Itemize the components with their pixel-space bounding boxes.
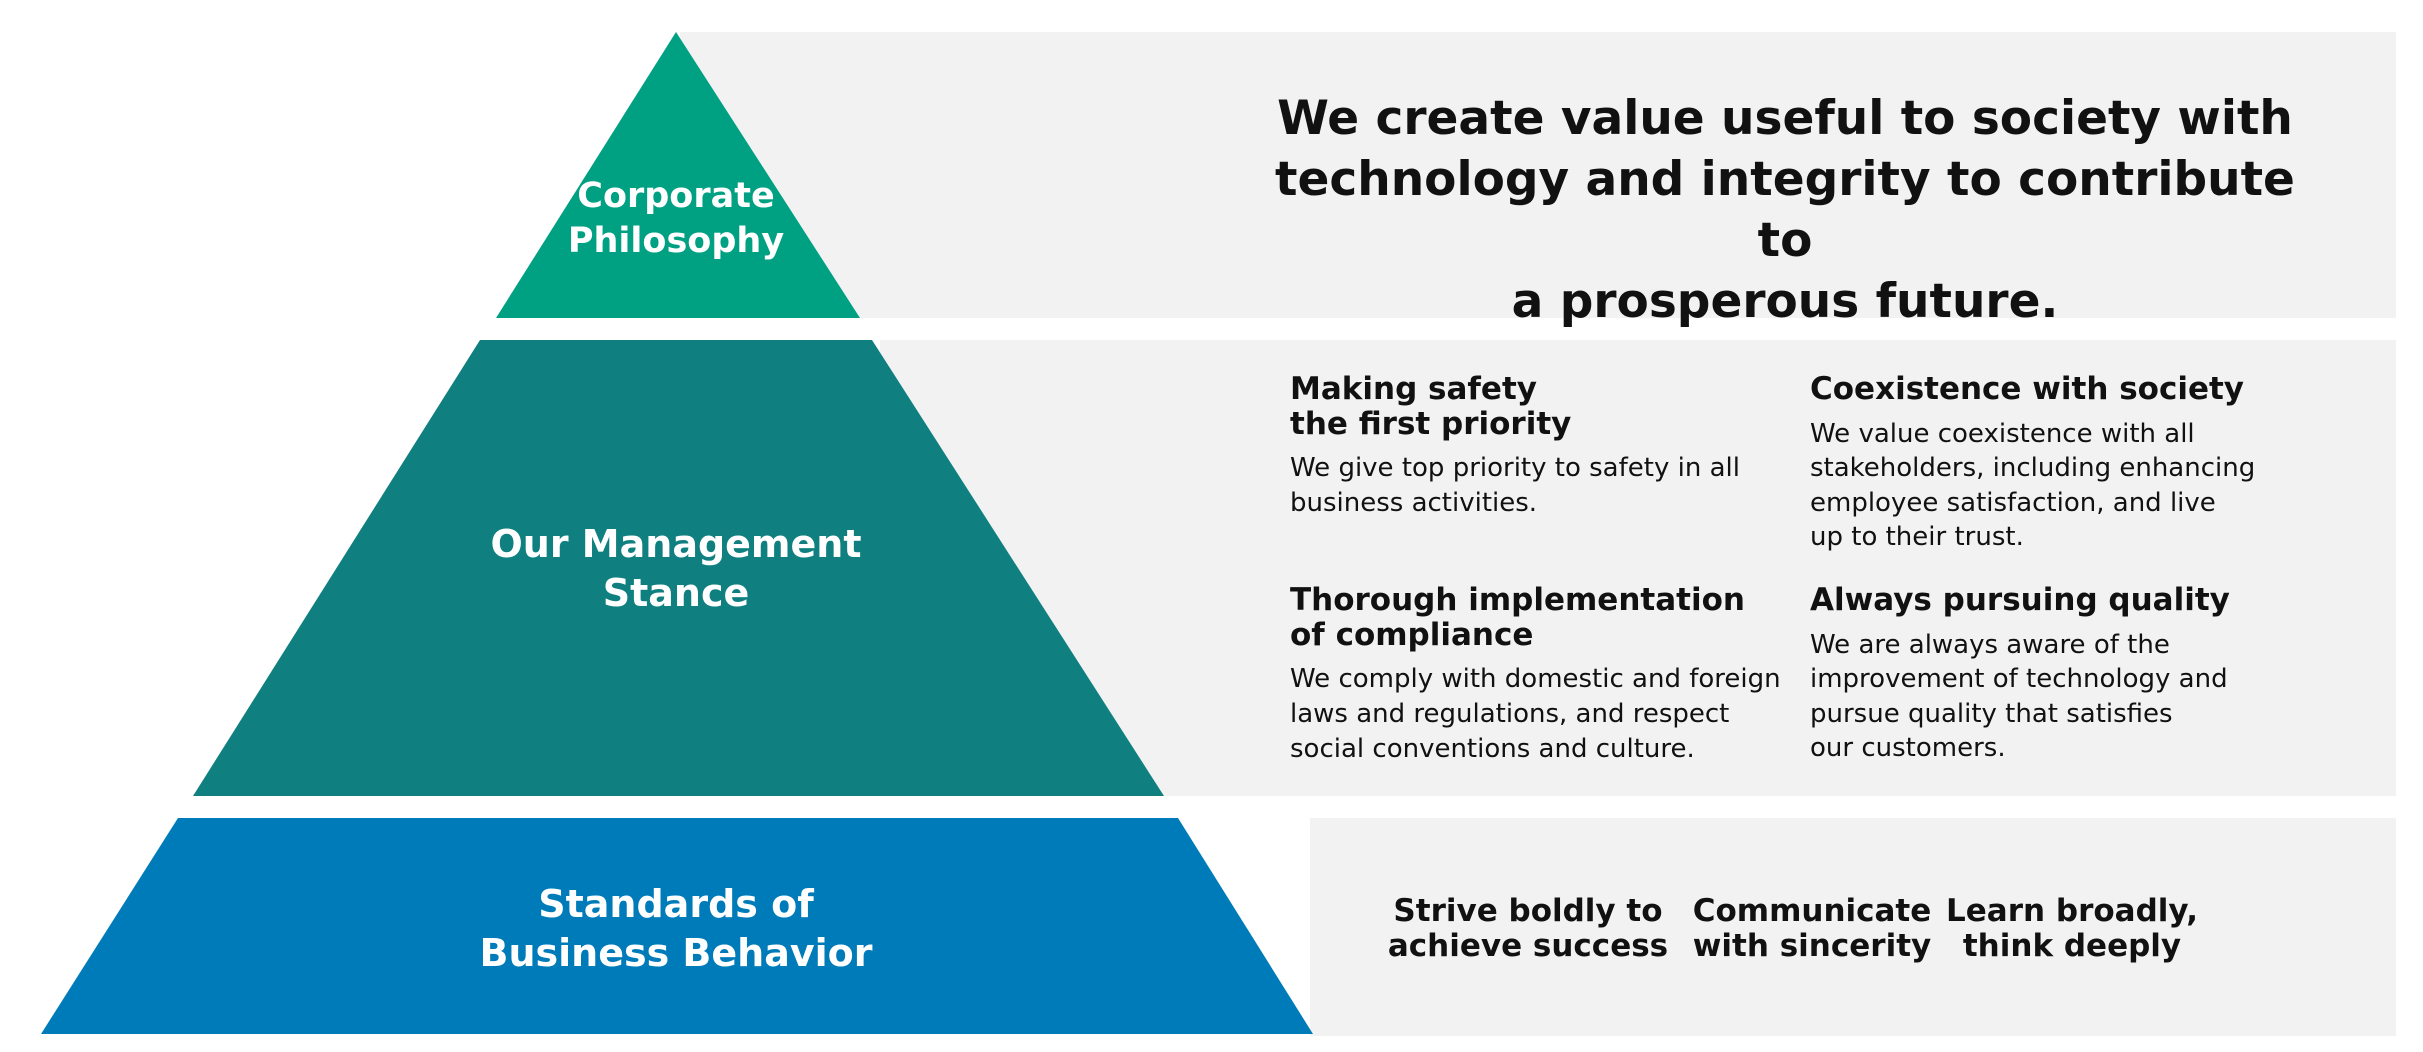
stance-body-line: We give top priority to safety in all <box>1290 453 1740 484</box>
tier-label-business-behavior: Standards of Business Behavior <box>479 880 872 979</box>
tier-label-line: Corporate <box>577 176 775 216</box>
stance-description: We value coexistence with all stakeholde… <box>1810 417 2310 555</box>
tier-label-line: Philosophy <box>567 220 785 261</box>
pyramid-tier-bottom <box>41 818 1313 1034</box>
stance-heading-line: of compliance <box>1290 616 1534 653</box>
tier-label-line: Stance <box>602 571 750 616</box>
management-stance-band <box>880 340 2396 796</box>
stance-body-line: We comply with domestic and foreign <box>1290 664 1781 695</box>
tier-label-line: Standards of <box>538 882 814 926</box>
stance-body-line: pursue quality that satisfies <box>1810 698 2173 729</box>
behavior-item-communicate: Communicate with sincerity <box>1692 893 1932 965</box>
stance-body-line: improvement of technology and <box>1810 664 2228 695</box>
behavior-item-strive: Strive boldly to achieve success <box>1387 893 1669 965</box>
stance-body-line: up to their trust. <box>1810 522 2024 553</box>
stance-body-line: employee satisfaction, and live <box>1810 487 2216 518</box>
behavior-item-learn: Learn broadly, think deeply <box>1946 893 2198 965</box>
behavior-line: Learn broadly, <box>1946 893 2198 929</box>
stance-heading-line: Always pursuing quality <box>1810 582 2230 618</box>
stance-description: We give top priority to safety in all bu… <box>1290 451 1790 520</box>
tier-label-corporate-philosophy: Corporate Philosophy <box>568 174 784 264</box>
stance-body-line: social conventions and culture. <box>1290 733 1695 764</box>
philosophy-line: technology and integrity to contribute t… <box>1275 152 2295 269</box>
stance-body-line: our customers. <box>1810 733 2006 764</box>
behavior-line: think deeply <box>1962 928 2182 965</box>
stance-heading: Coexistence with society <box>1810 372 2310 407</box>
behavior-line: with sincerity <box>1692 928 1932 965</box>
philosophy-line: We create value useful to society with <box>1277 91 2293 146</box>
behavior-line: achieve success <box>1387 928 1669 965</box>
behavior-line: Strive boldly to <box>1393 893 1663 929</box>
behavior-line: Communicate <box>1692 893 1932 929</box>
philosophy-statement: We create value useful to society with t… <box>1250 88 2320 332</box>
stance-heading-line: Thorough implementation <box>1290 582 1745 618</box>
tier-label-line: Our Management <box>490 522 862 566</box>
tier-label-line: Business Behavior <box>479 931 873 976</box>
stance-heading-line: Coexistence with society <box>1810 371 2244 407</box>
stance-heading: Always pursuing quality <box>1810 583 2310 618</box>
stance-heading: Thorough implementation of compliance <box>1290 583 1790 652</box>
stance-body-line: We value coexistence with all <box>1810 418 2195 449</box>
stance-body-line: laws and regulations, and respect <box>1290 699 1730 730</box>
tier-label-management-stance: Our Management Stance <box>490 520 861 619</box>
pyramid-tier-top <box>496 32 860 318</box>
stance-heading: Making safety the first priority <box>1290 372 1790 441</box>
stance-body-line: We are always aware of the <box>1810 629 2170 660</box>
stance-heading-line: the first priority <box>1290 405 1572 442</box>
stance-description: We comply with domestic and foreign laws… <box>1290 662 1790 766</box>
stance-item-safety: Making safety the first priority We give… <box>1290 372 1790 521</box>
philosophy-band <box>680 32 2396 318</box>
business-behavior-band <box>1310 818 2396 1036</box>
pyramid-tier-middle <box>193 340 1164 796</box>
stance-item-quality: Always pursuing quality We are always aw… <box>1810 583 2310 766</box>
stance-item-coexistence: Coexistence with society We value coexis… <box>1810 372 2310 555</box>
philosophy-line: a prosperous future. <box>1511 274 2059 330</box>
stance-body-line: business activities. <box>1290 488 1538 519</box>
stance-description: We are always aware of the improvement o… <box>1810 628 2310 766</box>
stance-heading-line: Making safety <box>1290 371 1537 407</box>
stance-item-compliance: Thorough implementation of compliance We… <box>1290 583 1790 766</box>
stance-body-line: stakeholders, including enhancing <box>1810 453 2256 484</box>
